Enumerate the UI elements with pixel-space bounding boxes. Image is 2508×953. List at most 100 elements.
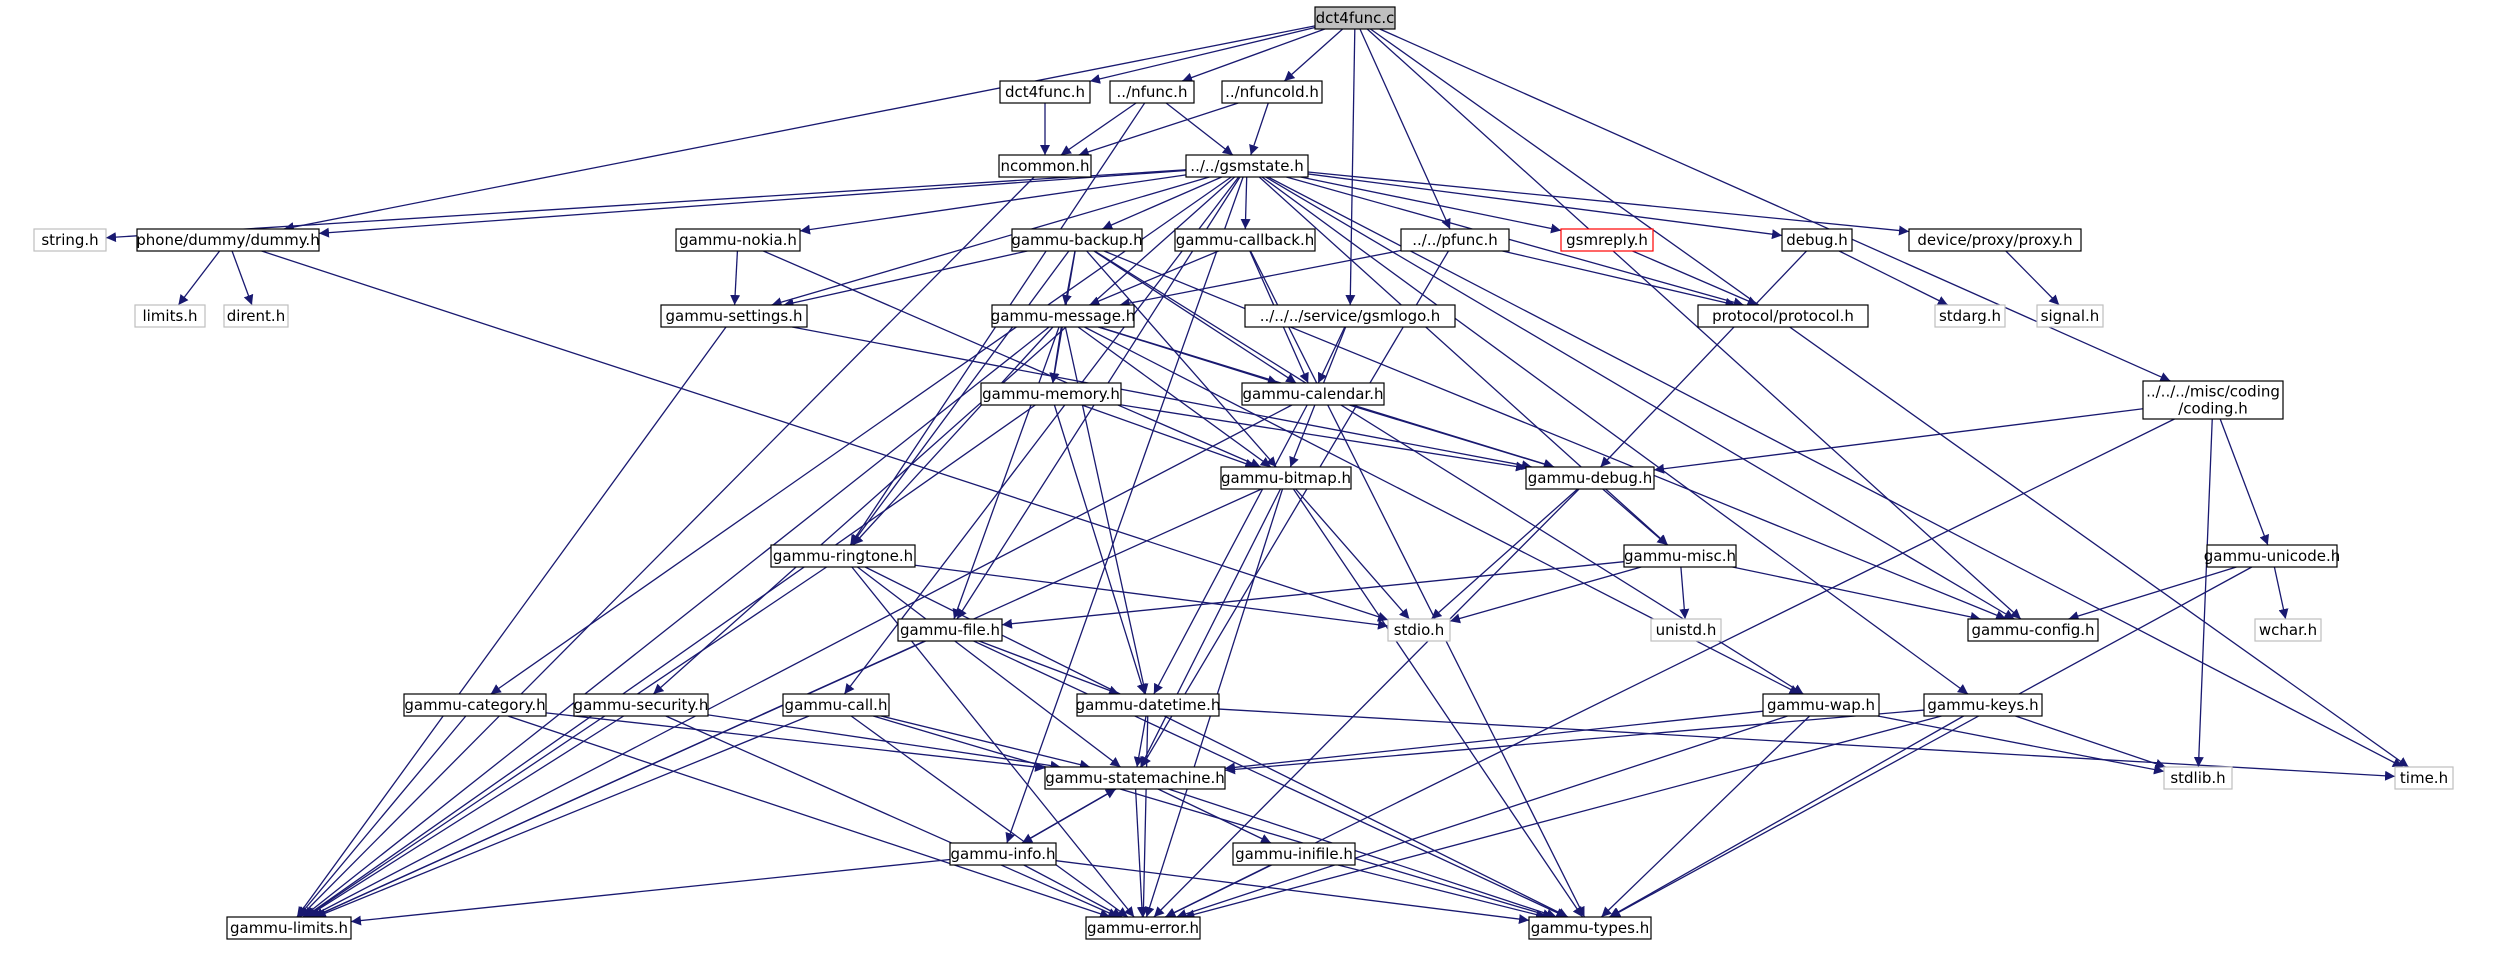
node-gammu-unicode-h[interactable]: gammu-unicode.h <box>2204 544 2341 568</box>
edge-gammu_file_h-to-gammu_datetime_h <box>978 640 1120 696</box>
node-gammu-info-h[interactable]: gammu-info.h <box>949 842 1057 866</box>
edge-gammu_callback_h-to-gammu_types_h <box>1249 250 1586 918</box>
node-nfunc-h[interactable]: ../nfunc.h <box>1109 80 1195 104</box>
edge-gammu_backup_h-to-gammu_bitmap_h <box>1086 250 1277 468</box>
node-label: gsmreply.h <box>1566 231 1648 249</box>
node-dct4func-h[interactable]: dct4func.h <box>999 80 1091 104</box>
edge-gsmstate_h-to-gammu_security_h <box>652 176 1236 695</box>
node-gammu-inifile-h[interactable]: gammu-inifile.h <box>1232 842 1356 866</box>
node-gammu-backup-h[interactable]: gammu-backup.h <box>1011 228 1143 252</box>
node-gammu-calendar-h[interactable]: gammu-calendar.h <box>1241 382 1385 406</box>
edge-gsmstate_h-to-gammu_settings_h <box>771 176 1210 307</box>
edge-coding_h-to-gammu_error_h <box>1165 418 2175 918</box>
node-box <box>573 693 709 717</box>
node-signal-h: signal.h <box>2036 304 2104 328</box>
node-gammu-nokia-h[interactable]: gammu-nokia.h <box>675 228 801 252</box>
node-gammu-security-h[interactable]: gammu-security.h <box>573 693 709 717</box>
edge-gammu_ringtone_h-to-gammu_statemachine_h <box>857 566 1121 768</box>
node-gammu-settings-h[interactable]: gammu-settings.h <box>660 304 808 328</box>
node-debug-h[interactable]: debug.h <box>1781 228 1853 252</box>
node-dct4func-c[interactable]: dct4func.c <box>1314 6 1396 30</box>
node-gammu-category-h[interactable]: gammu-category.h <box>403 693 547 717</box>
node-box <box>1220 466 1352 490</box>
node-label: gammu-datetime.h <box>1076 696 1221 714</box>
edge-gsmstate_h-to-debug_h <box>1307 173 1783 240</box>
node-box <box>223 304 289 328</box>
node-box <box>675 228 801 252</box>
node-ncommon-h[interactable]: ncommon.h <box>998 154 1092 178</box>
edge-gsmstate_h-to-gammu_nokia_h <box>799 174 1187 235</box>
node-protocol-h[interactable]: protocol/protocol.h <box>1697 304 1869 328</box>
node-box <box>1528 916 1652 940</box>
edge-gammu_calendar_h-to-gammu_datetime_h <box>1153 404 1308 695</box>
node-box <box>1560 228 1654 252</box>
node-gsmstate-h[interactable]: ../../gsmstate.h <box>1185 154 1309 178</box>
node-label: gammu-info.h <box>951 845 1056 863</box>
node-box <box>949 842 1057 866</box>
edge-gsmstate_h-to-proxy_h <box>1307 171 1910 236</box>
node-nfuncold-h[interactable]: ../nfuncold.h <box>1221 80 1323 104</box>
node-pfunc-h[interactable]: ../../pfunc.h <box>1400 228 1510 252</box>
node-label: gammu-memory.h <box>982 385 1120 403</box>
node-box <box>226 916 352 940</box>
node-label: gammu-config.h <box>1971 621 2094 639</box>
node-gammu-error-h[interactable]: gammu-error.h <box>1085 916 1201 940</box>
node-label: string.h <box>41 231 98 249</box>
node-gammu-datetime-h[interactable]: gammu-datetime.h <box>1076 693 1221 717</box>
edge-gammu_unicode_h-to-gammu_config_h <box>2068 566 2237 621</box>
edge-nfuncold_h-to-gsmstate_h <box>1249 102 1269 156</box>
edge-gammu_unicode_h-to-wchar_h <box>2273 566 2289 620</box>
node-gsmlogo-h[interactable]: ../../../service/gsmlogo.h <box>1244 304 1456 328</box>
edge-gammu_statemachine_h-to-gammu_error_h <box>1134 788 1147 918</box>
node-gsmreply-h[interactable]: gsmreply.h <box>1560 228 1654 252</box>
node-stdarg-h: stdarg.h <box>1934 304 2006 328</box>
node-dummy-h[interactable]: phone/dummy/dummy.h <box>136 228 320 252</box>
node-gammu-keys-h[interactable]: gammu-keys.h <box>1923 693 2043 717</box>
edge-pfunc_h-to-protocol_h <box>1502 250 1736 308</box>
node-gammu-config-h[interactable]: gammu-config.h <box>1967 618 2099 642</box>
node-gammu-limits-h[interactable]: gammu-limits.h <box>226 916 352 940</box>
node-dirent-h: dirent.h <box>223 304 289 328</box>
node-label: gammu-category.h <box>404 696 545 714</box>
node-box <box>1241 382 1385 406</box>
edge-gammu_security_h-to-gammu_error_h <box>665 715 1119 918</box>
node-label: gammu-limits.h <box>230 919 348 937</box>
edge-gammu_call_h-to-gammu_error_h <box>850 715 1129 918</box>
edge-gammu_message_h-to-gammu_datetime_h <box>1064 326 1149 695</box>
node-gammu-call-h[interactable]: gammu-call.h <box>782 693 890 717</box>
node-proxy-h[interactable]: device/proxy/proxy.h <box>1908 228 2082 252</box>
node-unistd-h: unistd.h <box>1650 618 1722 642</box>
edge-gammu_misc_h-to-gammu_file_h <box>1001 561 1625 629</box>
node-label: gammu-calendar.h <box>1243 385 1384 403</box>
node-gammu-misc-h[interactable]: gammu-misc.h <box>1623 544 1737 568</box>
node-gammu-file-h[interactable]: gammu-file.h <box>897 618 1003 642</box>
node-gammu-callback-h[interactable]: gammu-callback.h <box>1174 228 1316 252</box>
node-label: signal.h <box>2041 307 2100 325</box>
node-label: ../../../service/gsmlogo.h <box>1260 307 1441 325</box>
node-gammu-wap-h[interactable]: gammu-wap.h <box>1762 693 1880 717</box>
edge-dct4func_c-to-time_h <box>1370 28 2409 768</box>
edge-gammu_calendar_h-to-gammu_debug_h <box>1349 404 1554 469</box>
node-gammu-debug-h[interactable]: gammu-debug.h <box>1525 466 1655 490</box>
node-gammu-ringtone-h[interactable]: gammu-ringtone.h <box>770 544 916 568</box>
edge-gammu_memory_h-to-gammu_debug_h <box>1120 404 1527 472</box>
node-label: ../../pfunc.h <box>1412 231 1498 249</box>
node-coding-h[interactable]: ../../../misc/coding/coding.h <box>2142 380 2284 420</box>
node-gammu-bitmap-h[interactable]: gammu-bitmap.h <box>1220 466 1352 490</box>
node-box <box>2142 380 2284 420</box>
node-gammu-message-h[interactable]: gammu-message.h <box>991 304 1136 328</box>
node-label: gammu-callback.h <box>1176 231 1315 249</box>
edge-proxy_h-to-signal_h <box>2005 250 2060 306</box>
node-box <box>2254 618 2322 642</box>
node-gammu-statemachine-h[interactable]: gammu-statemachine.h <box>1044 766 1226 790</box>
node-stdlib-h: stdlib.h <box>2163 766 2233 790</box>
node-string-h: string.h <box>33 228 107 252</box>
edge-gammu_call_h-to-gammu_types_h <box>873 715 1553 919</box>
node-gammu-types-h[interactable]: gammu-types.h <box>1528 916 1652 940</box>
edge-gammu_wap_h-to-stdlib_h <box>1877 715 2165 775</box>
node-box <box>1781 228 1853 252</box>
edge-gammu_misc_h-to-gammu_config_h <box>1732 566 1981 622</box>
node-gammu-memory-h[interactable]: gammu-memory.h <box>980 382 1122 406</box>
node-box <box>1011 228 1143 252</box>
